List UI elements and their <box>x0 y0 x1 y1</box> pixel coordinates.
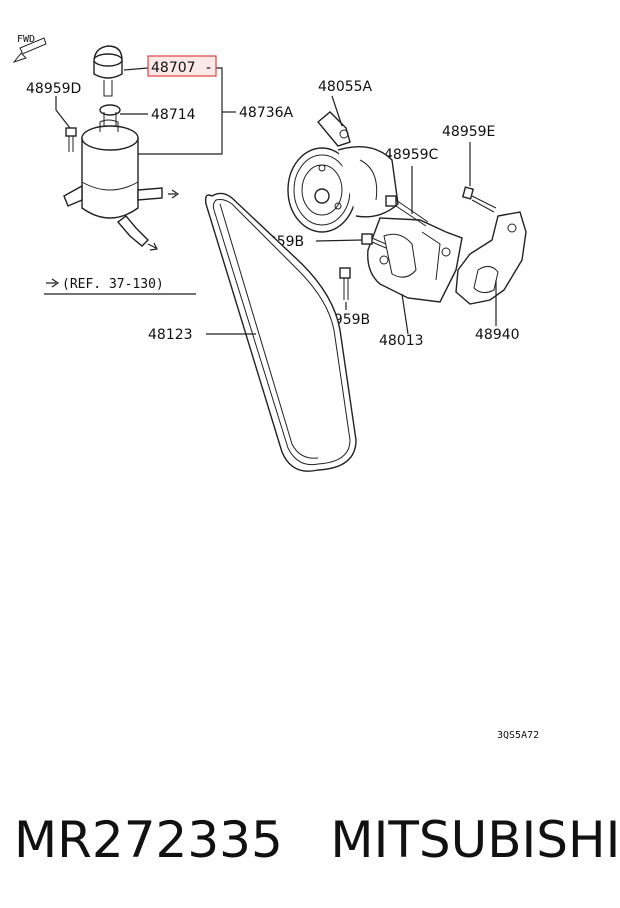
part-highlight <box>147 55 217 77</box>
callout-48055a[interactable]: 48055A <box>318 79 373 95</box>
callout-48940[interactable]: 48940 <box>475 327 520 343</box>
leader-48707 <box>123 67 149 71</box>
callout-48736a[interactable]: 48736A <box>239 105 294 121</box>
callout-48959d[interactable]: 48959D <box>26 81 81 97</box>
pump-bracket[interactable] <box>367 217 463 303</box>
fwd-label: FWD <box>17 34 35 45</box>
callout-48714[interactable]: 48714 <box>151 107 196 123</box>
drive-belt[interactable] <box>204 192 357 472</box>
power-steering-pump[interactable] <box>287 111 399 233</box>
part-number-caption: MR272335 MITSUBISHI <box>14 811 620 869</box>
bolt-48959b-top[interactable] <box>361 233 387 249</box>
callout-48959c[interactable]: 48959C <box>384 147 439 163</box>
reservoir-tank[interactable] <box>63 119 163 247</box>
leader-48959d <box>55 96 71 129</box>
leader-48013 <box>401 293 409 335</box>
callout-48123[interactable]: 48123 <box>148 327 193 343</box>
bolt-48959e[interactable] <box>461 186 497 213</box>
reservoir-cap[interactable] <box>93 45 123 97</box>
parts-diagram: FWD 48707 - 48959D 48714 48736A 48055A 4 <box>12 34 539 741</box>
fwd-arrow-icon <box>12 37 47 64</box>
reservoir-bolt[interactable] <box>65 127 77 152</box>
reference-note[interactable]: (REF. 37-130) <box>62 277 164 292</box>
leader-48055a <box>331 95 343 127</box>
reference-arrow-icon <box>46 278 60 288</box>
support-bracket[interactable] <box>455 211 527 305</box>
hose-arrow-icon <box>147 242 158 251</box>
drawing-code: 3QS5A72 <box>497 730 539 741</box>
callout-48959e[interactable]: 48959E <box>442 124 495 140</box>
hose-arrow-icon <box>168 189 180 199</box>
bolt-48959b-bottom[interactable] <box>339 267 351 300</box>
callout-48707[interactable]: 48707 <box>151 60 196 76</box>
callout-48013[interactable]: 48013 <box>379 333 424 349</box>
leader-48959b-top <box>315 239 363 242</box>
svg-text:-: - <box>206 60 211 76</box>
